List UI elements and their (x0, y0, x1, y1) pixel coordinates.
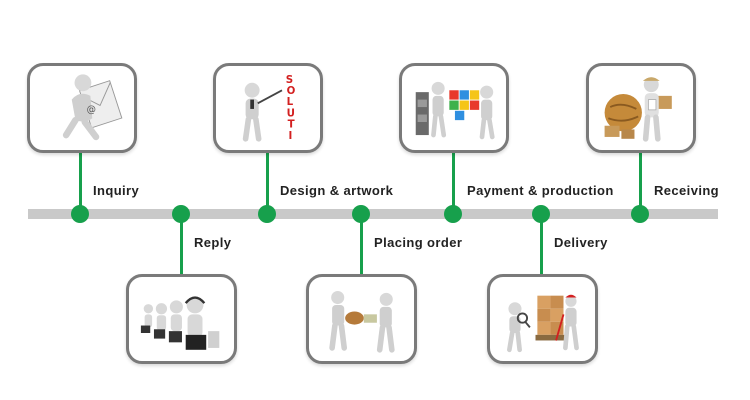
stem-payment (451, 152, 455, 214)
pallet-delivery-icon (507, 294, 579, 353)
node-payment (444, 205, 462, 223)
handshake-figure-icon (329, 291, 395, 353)
svg-text:S: S (286, 74, 293, 86)
stem-placing (359, 214, 363, 276)
card-design: S O L U T I (213, 63, 323, 153)
stem-design (265, 152, 269, 214)
node-receiving (631, 205, 649, 223)
stem-receiving (638, 152, 642, 214)
call-center-icon (140, 296, 220, 350)
card-inquiry: @ (27, 63, 137, 153)
card-delivery (487, 274, 598, 364)
card-reply (126, 274, 237, 364)
stem-reply (179, 214, 183, 276)
label-inquiry: Inquiry (93, 183, 140, 198)
node-design (258, 205, 276, 223)
label-payment: Payment & production (467, 183, 614, 198)
card-placing (306, 274, 417, 364)
node-reply (172, 205, 190, 223)
label-reply: Reply (194, 235, 232, 250)
svg-text:T: T (288, 119, 295, 131)
svg-text:L: L (287, 96, 294, 108)
node-inquiry (71, 205, 89, 223)
svg-text:O: O (287, 85, 296, 97)
puzzle-payment-icon (415, 81, 495, 140)
label-delivery: Delivery (554, 235, 608, 250)
label-design: Design & artwork (280, 183, 394, 198)
courier-globe-icon (604, 77, 672, 142)
svg-text:@: @ (87, 105, 96, 116)
stem-inquiry (78, 152, 82, 214)
presentation-figure-icon: S O L U T I (242, 74, 296, 142)
svg-text:I: I (289, 130, 293, 142)
label-placing: Placing order (374, 235, 463, 250)
envelope-figure-icon: @ (62, 74, 123, 141)
node-delivery (532, 205, 550, 223)
stem-delivery (539, 214, 543, 276)
timeline-bar (28, 209, 718, 219)
node-placing (352, 205, 370, 223)
card-receiving (586, 63, 696, 153)
label-receiving: Receiving (654, 183, 720, 198)
svg-text:U: U (287, 107, 295, 119)
card-payment (399, 63, 509, 153)
